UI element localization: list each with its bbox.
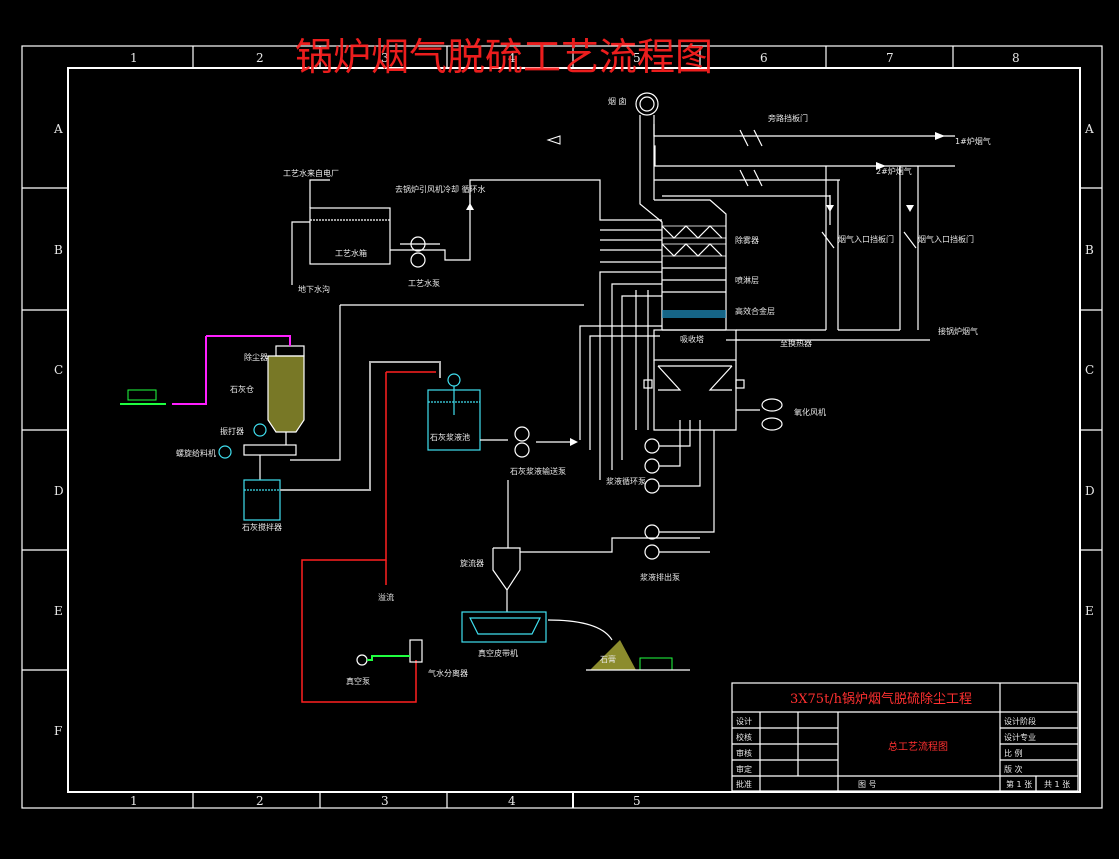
slurry-tank-label: 石灰浆液池 <box>430 432 470 442</box>
flue1-label: 1#炉烟气 <box>955 136 991 146</box>
gypsum-label: 石膏 <box>600 654 616 664</box>
dust-collector-label: 除尘器 <box>244 352 268 362</box>
sheet-label: 第 1 张 <box>1006 779 1032 789</box>
project-name: 3X75t/h锅炉烟气脱硫除尘工程 <box>790 691 972 707</box>
col-top-1: 1 <box>130 51 138 65</box>
tb-row-1: 设计 <box>736 716 752 726</box>
spray-pipes <box>290 271 783 494</box>
flue-ducts <box>546 124 955 341</box>
drawing-no-label: 图 号 <box>858 780 877 789</box>
flue2-label: 2#炉烟气 <box>876 166 912 176</box>
absorber-tower <box>635 92 745 431</box>
lime-silo-label: 石灰仓 <box>230 384 254 394</box>
col-bot-1: 1 <box>130 794 138 808</box>
to-flue-label: 至换热器 <box>780 338 812 348</box>
drawing-title: 锅炉烟气脱硫工艺流程图 <box>295 35 713 79</box>
row-E-left: E <box>54 604 63 618</box>
col-top-4: 4 <box>508 51 516 65</box>
tb-row-3: 审核 <box>736 748 752 758</box>
demister-label: 除雾器 <box>735 235 759 245</box>
row-F-left: F <box>54 724 62 738</box>
tb-row-5: 批准 <box>736 779 752 789</box>
col-top-5: 5 <box>633 51 641 65</box>
feeder-label: 螺旋给料机 <box>176 448 216 458</box>
spray-label: 喷淋层 <box>735 275 759 285</box>
inlet-damper2-label: 烟气入口挡板门 <box>918 234 974 244</box>
oxidation-fan-label: 氧化风机 <box>794 407 826 417</box>
slurry-pump-label: 石灰浆液输送泵 <box>510 466 566 476</box>
vacuum-filter-label: 真空皮带机 <box>478 648 518 658</box>
row-D-right: D <box>1085 484 1095 498</box>
row-D-left: D <box>54 484 64 498</box>
cooling-water-label: 去锅炉引风机冷却 循环水 <box>395 184 486 194</box>
tb-right-3: 比 例 <box>1004 748 1023 758</box>
process-pump-label: 工艺水泵 <box>408 278 440 288</box>
col-bot-3: 3 <box>381 794 389 808</box>
tb-row-4: 审定 <box>736 764 752 774</box>
row-C-right: C <box>1085 363 1094 377</box>
col-top-8: 8 <box>1012 51 1020 65</box>
tb-right-1: 设计阶段 <box>1004 716 1036 726</box>
chimney-label: 烟 囱 <box>608 96 627 106</box>
tb-right-2: 设计专业 <box>1004 732 1036 742</box>
inlet-damper1-label: 烟气入口挡板门 <box>838 234 894 244</box>
col-top-7: 7 <box>886 51 894 65</box>
hydrocyclone-label: 旋流器 <box>460 558 484 568</box>
outer-frame <box>21 45 1103 809</box>
vacuum-pump-label: 真空泵 <box>346 676 370 686</box>
slurry-tank <box>280 361 578 491</box>
row-A-left: A <box>53 122 63 136</box>
boiler-flue-label: 接锅炉烟气 <box>938 326 978 336</box>
bypass-damper-label: 旁路挡板门 <box>768 113 808 123</box>
title-block <box>731 682 1079 792</box>
tb-right-4: 版 次 <box>1004 764 1023 774</box>
col-bot-4: 4 <box>508 794 516 808</box>
row-B-left: B <box>54 243 63 257</box>
tb-row-2: 校核 <box>736 732 752 742</box>
lime-silo <box>120 335 305 521</box>
lime-mix-label: 石灰搅拌器 <box>242 522 282 532</box>
col-top-6: 6 <box>760 51 768 65</box>
process-water <box>291 179 662 285</box>
row-E-right: E <box>1085 604 1094 618</box>
overflow-label: 溢流 <box>378 592 394 602</box>
col-bot-5: 5 <box>633 794 641 808</box>
row-B-right: B <box>1085 243 1094 257</box>
gypsum-system <box>301 372 715 703</box>
drain-label: 地下水沟 <box>298 284 330 294</box>
grid-rows: A B C D E F A B C D E <box>22 122 1102 738</box>
total-label: 共 1 张 <box>1044 780 1070 789</box>
grid-top: 1 2 3 4 5 6 7 8 <box>130 46 1020 68</box>
circ-pump-label: 浆液循环泵 <box>606 476 646 486</box>
process-tank-label: 工艺水箱 <box>335 248 367 258</box>
col-top-3: 3 <box>381 51 389 65</box>
process-water-src-label: 工艺水来自电厂 <box>283 168 339 178</box>
separator-label: 气水分离器 <box>428 668 468 678</box>
col-top-2: 2 <box>256 51 264 65</box>
drawing-name: 总工艺流程图 <box>888 740 948 753</box>
col-bot-2: 2 <box>256 794 264 808</box>
row-A-right: A <box>1084 122 1094 136</box>
grid-bottom: 1 2 3 4 5 <box>130 792 641 808</box>
vibrator-label: 振打器 <box>220 426 244 436</box>
discharge-pump-label: 浆液排出泵 <box>640 572 680 582</box>
tray-label: 高效合金层 <box>735 306 775 316</box>
row-C-left: C <box>54 363 63 377</box>
absorber-label: 吸收塔 <box>680 334 704 344</box>
